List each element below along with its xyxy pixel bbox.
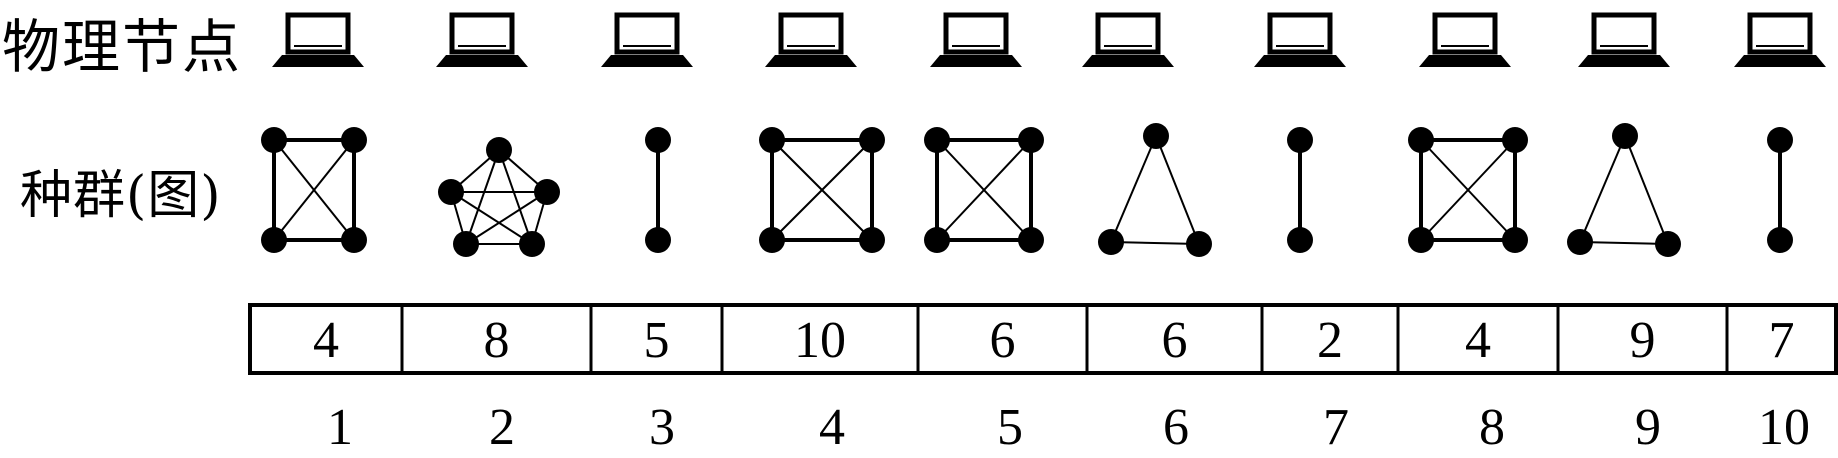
node-index: 3 — [649, 399, 675, 456]
laptop-icon — [601, 12, 693, 67]
laptop-icon — [272, 12, 364, 67]
node-value: 5 — [644, 312, 670, 369]
node-index: 8 — [1479, 399, 1505, 456]
graph-node — [1186, 231, 1212, 257]
population-graph-1 — [261, 127, 367, 253]
graph-node — [534, 179, 560, 205]
laptop-icon — [1082, 12, 1174, 67]
laptop-icon — [930, 12, 1022, 67]
node-index: 1 — [327, 399, 353, 456]
graph-node — [1098, 229, 1124, 255]
graph-edge — [498, 149, 533, 245]
graph-node — [1767, 227, 1793, 253]
node-index: 2 — [489, 399, 515, 456]
graph-node — [1143, 123, 1169, 149]
graph-edge — [1624, 135, 1669, 245]
laptop-icon — [1734, 12, 1826, 67]
graph-node — [859, 227, 885, 253]
graph-edge — [1420, 139, 1516, 241]
node-index: 4 — [819, 399, 845, 456]
graph-edge — [936, 139, 1032, 241]
population-graph-10 — [1767, 127, 1793, 253]
graph-node — [924, 227, 950, 253]
population-graph-4 — [759, 127, 885, 253]
laptop-icon — [436, 12, 528, 67]
graph-node — [859, 127, 885, 153]
node-value: 7 — [1769, 312, 1795, 369]
population-graph-3 — [645, 127, 671, 253]
node-value: 6 — [990, 312, 1016, 369]
graph-node — [924, 127, 950, 153]
graph-node — [1567, 229, 1593, 255]
laptop-icon — [1578, 12, 1670, 67]
node-value: 2 — [1317, 312, 1343, 369]
graph-node — [453, 231, 479, 257]
graph-node — [759, 227, 785, 253]
graph-node — [1502, 127, 1528, 153]
graph-node — [759, 127, 785, 153]
graph-edge — [1579, 135, 1626, 243]
population-graph-2 — [438, 137, 560, 257]
graph-node — [1018, 127, 1044, 153]
node-index: 5 — [997, 399, 1023, 456]
graph-node — [341, 127, 367, 153]
graph-edge — [465, 149, 500, 245]
population-graph-8 — [1408, 127, 1528, 253]
graph-node — [1287, 127, 1313, 153]
graph-edge — [450, 191, 533, 245]
laptop-icon — [765, 12, 857, 67]
graph-edge — [771, 139, 873, 241]
graph-node — [1502, 227, 1528, 253]
node-value: 8 — [484, 312, 510, 369]
node-value: 6 — [1162, 312, 1188, 369]
graph-edge — [273, 139, 355, 241]
node-value: 9 — [1630, 312, 1656, 369]
node-index: 10 — [1758, 399, 1810, 456]
node-index: 9 — [1635, 399, 1661, 456]
graph-node — [519, 231, 545, 257]
graph-node — [1612, 123, 1638, 149]
graph-node — [341, 227, 367, 253]
graph-node — [1287, 227, 1313, 253]
graph-edge — [1110, 241, 1200, 245]
graph-node — [1018, 227, 1044, 253]
graph-node — [261, 127, 287, 153]
node-value: 4 — [313, 312, 339, 369]
value-strip: 4 8 5 10 6 6 2 4 9 7 — [248, 303, 1838, 375]
node-index: 7 — [1323, 399, 1349, 456]
graph-node — [1655, 231, 1681, 257]
graph-node — [261, 227, 287, 253]
graph-node — [1408, 127, 1434, 153]
graph-node — [645, 227, 671, 253]
population-graph-5 — [924, 127, 1044, 253]
laptop-icon — [1419, 12, 1511, 67]
graph-edge — [1579, 241, 1669, 245]
graph-node — [486, 137, 512, 163]
population-graph-7 — [1287, 127, 1313, 253]
graph-node — [645, 127, 671, 153]
graph-node — [1408, 227, 1434, 253]
laptop-icon — [1254, 12, 1346, 67]
node-value: 4 — [1465, 312, 1491, 369]
population-graph-label: 种群(图) — [20, 166, 222, 226]
graph-edge — [1155, 135, 1200, 245]
graph-node — [1767, 127, 1793, 153]
node-index: 6 — [1163, 399, 1189, 456]
graph-edge — [1110, 135, 1157, 243]
population-graph-9 — [1567, 123, 1681, 257]
graph-edge — [465, 191, 548, 245]
node-value: 10 — [794, 312, 846, 369]
graph-node — [438, 179, 464, 205]
physical-nodes-label: 物理节点 — [2, 13, 243, 81]
population-graph-6 — [1098, 123, 1212, 257]
